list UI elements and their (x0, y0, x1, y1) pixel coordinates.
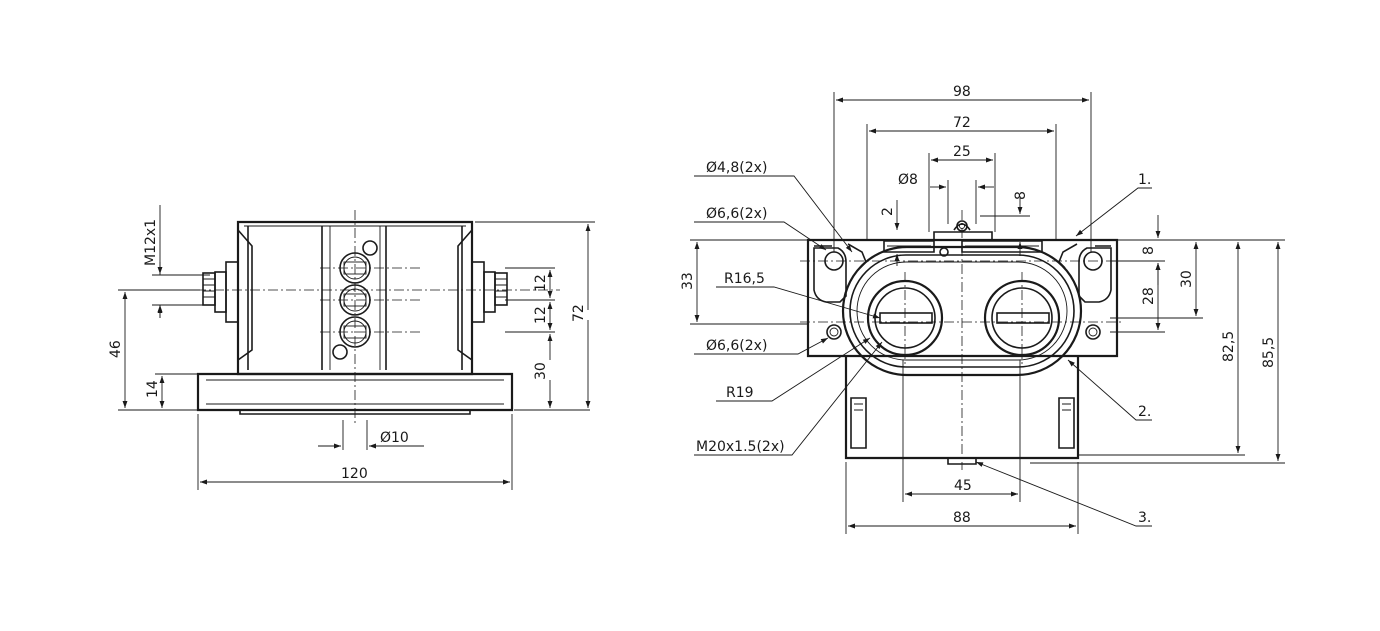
dim-120: 120 (341, 466, 368, 482)
callout-3: 3. (1138, 510, 1151, 526)
front-flange (806, 238, 1119, 358)
dim-12-lower: 12 (533, 306, 549, 324)
dim-82-5: 82,5 (1221, 331, 1237, 362)
left-dimensions: M12x1 46 14 12 12 30 72 Ø10 (108, 205, 595, 490)
callout-1: 1. (1138, 172, 1151, 188)
left-view (160, 210, 560, 424)
callout-r19: R19 (726, 385, 754, 401)
dim-8-right: 8 (1141, 246, 1157, 255)
dim-33: 33 (680, 272, 696, 290)
dim-72: 72 (571, 304, 587, 322)
dim-m12x1: M12x1 (143, 219, 159, 266)
dim-88: 88 (953, 510, 971, 526)
lower-body (844, 356, 1080, 460)
callout-2: 2. (1138, 404, 1151, 420)
dim-72-top: 72 (953, 115, 971, 131)
dim-98: 98 (953, 84, 971, 100)
mount-hole-br (1085, 324, 1101, 340)
dim-8-top: 8 (1013, 191, 1029, 200)
dim-30-right: 30 (1179, 270, 1195, 288)
callout-r16-5: R16,5 (724, 271, 765, 287)
callout-dia4-8: Ø4,8(2x) (706, 160, 767, 176)
dim-25: 25 (953, 144, 971, 160)
dim-28: 28 (1141, 287, 1157, 305)
dim-12-upper: 12 (533, 274, 549, 292)
housing-body (236, 220, 474, 376)
right-dimensions: 98 72 25 Ø8 8 2 33 8 (680, 84, 1285, 534)
callout-dia6-6-lower: Ø6,6(2x) (706, 338, 767, 354)
dim-2: 2 (880, 207, 896, 216)
dim-46: 46 (108, 340, 124, 358)
callout-m20: M20x1.5(2x) (696, 439, 785, 455)
right-view (800, 210, 1122, 470)
dim-14: 14 (145, 380, 161, 398)
callout-dia6-6-upper: Ø6,6(2x) (706, 206, 767, 222)
mount-hole-bl (826, 324, 842, 340)
dim-85-5: 85,5 (1261, 337, 1277, 368)
right-connector (471, 261, 508, 323)
callouts: Ø4,8(2x) Ø6,6(2x) R16,5 Ø6,6(2x) R19 M20… (694, 160, 1152, 527)
dim-30: 30 (533, 362, 549, 380)
dim-dia8: Ø8 (898, 172, 918, 188)
dim-45: 45 (954, 478, 972, 494)
left-connector (202, 261, 239, 323)
dim-dia10: Ø10 (380, 430, 409, 446)
